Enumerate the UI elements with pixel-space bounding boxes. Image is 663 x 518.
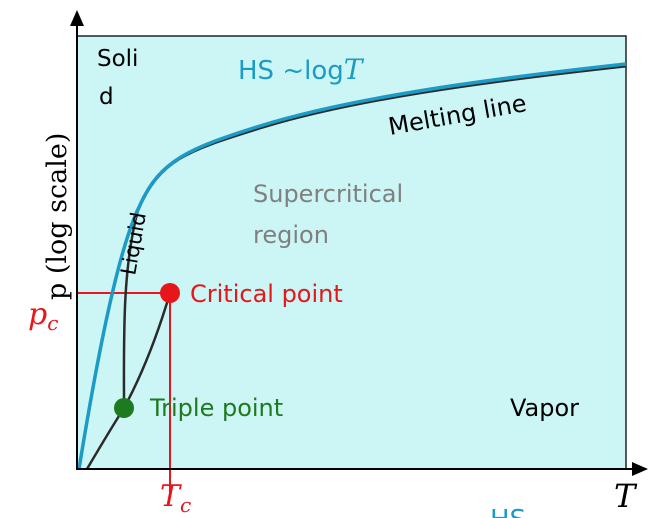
plot-area <box>76 35 627 470</box>
pc-label: pc <box>28 297 58 335</box>
hs-curve-label: HS ~logT <box>238 53 365 86</box>
sublimation-curve <box>122 209 140 409</box>
bottom-hs-label: HS <box>490 505 526 518</box>
critical-point-label: Critical point <box>190 280 343 308</box>
supercritical-label-line1: Supercritical <box>253 180 403 208</box>
y-axis-arrow <box>70 10 84 26</box>
x-axis-label: T <box>614 477 638 515</box>
hs-curve <box>77 62 626 469</box>
x-axis-arrow <box>632 462 648 476</box>
tc-label: Tc <box>160 479 191 517</box>
triple-point-marker <box>114 398 134 418</box>
supercritical-label-line2: region <box>253 221 329 249</box>
vapor-label: Vapor <box>510 394 579 422</box>
solid-label-line1: Soli <box>97 46 138 72</box>
critical-point-marker <box>160 283 180 303</box>
solid-label-line2: d <box>99 84 114 110</box>
triple-point-label: Triple point <box>149 394 283 422</box>
y-axis-label: p (log scale) <box>42 133 73 300</box>
